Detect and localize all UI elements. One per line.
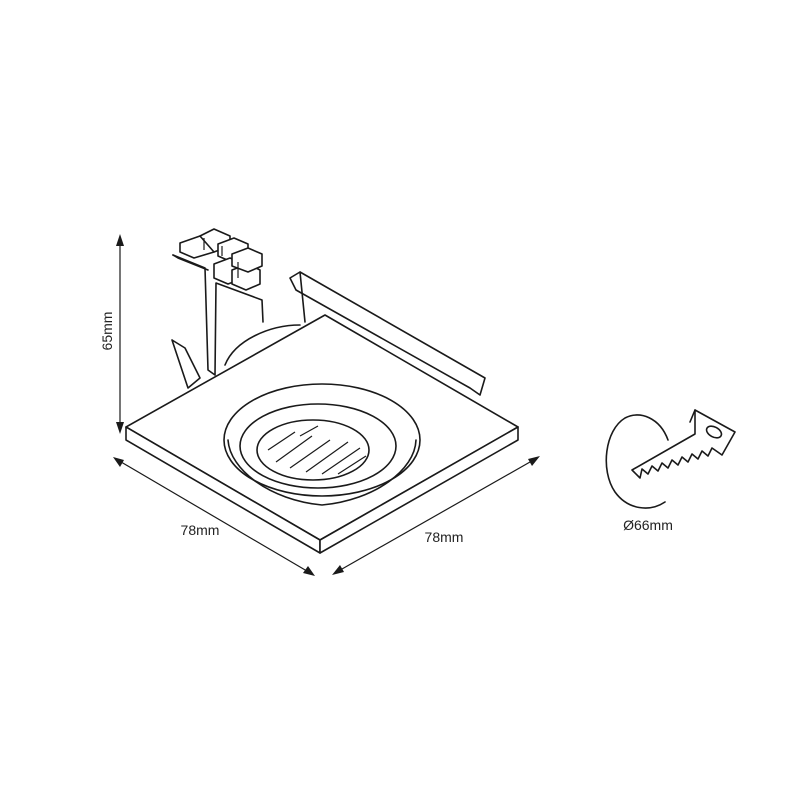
- saw-handle-hole: [705, 425, 723, 439]
- left-width-label: 78mm: [181, 522, 220, 538]
- bracket-top: [172, 254, 209, 271]
- right-width-dimension: 78mm: [332, 456, 540, 575]
- cutout-label: Ø66mm: [623, 517, 673, 533]
- round-trim: [223, 383, 421, 506]
- terminal-block: [179, 228, 263, 291]
- right-clip-edge: [299, 271, 306, 323]
- trim-front-edge: [227, 439, 417, 506]
- rear-dome: [224, 324, 301, 366]
- cutout-circle: [605, 414, 669, 509]
- lamp-opening: [256, 419, 370, 481]
- saw-blade: [631, 409, 736, 479]
- frame-right-side: [319, 426, 519, 554]
- saw-handle-edge: [689, 409, 696, 423]
- housing-back: [171, 228, 486, 396]
- height-dimension: 65mm: [99, 234, 124, 434]
- saw-cutting-hole-icon: Ø66mm: [605, 409, 736, 533]
- left-spring-clip: [171, 339, 201, 389]
- lens-hatch: [267, 425, 367, 475]
- height-label: 65mm: [99, 312, 115, 351]
- left-width-dimension: 78mm: [113, 457, 315, 576]
- right-width-label: 78mm: [425, 529, 464, 545]
